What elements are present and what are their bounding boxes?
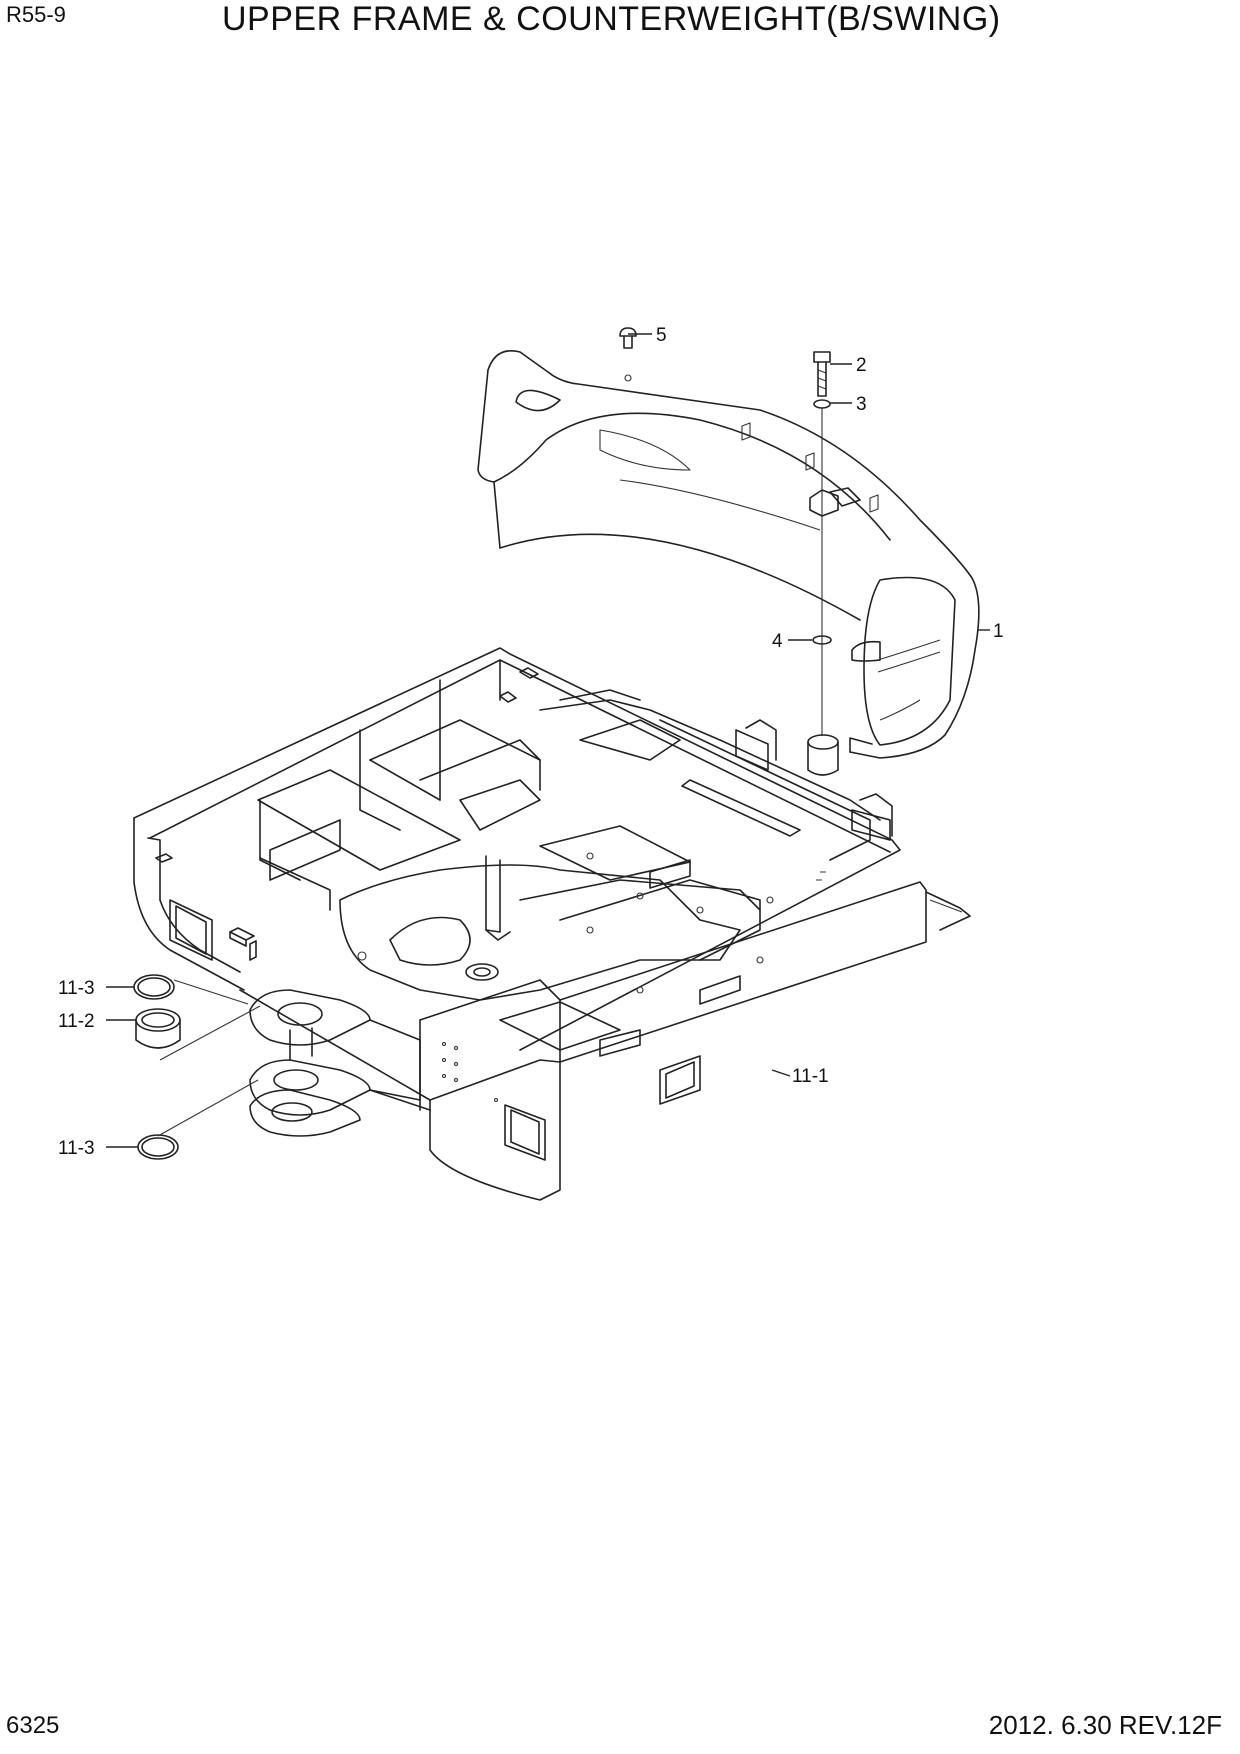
callout-5: 5 xyxy=(656,325,667,346)
page-title: UPPER FRAME & COUNTERWEIGHT(B/SWING) xyxy=(222,0,1001,38)
callout-2: 2 xyxy=(856,355,867,376)
bolt-2 xyxy=(813,351,831,397)
bushing-11-2 xyxy=(135,1008,181,1049)
revision-date: 2012. 6.30 REV.12F xyxy=(988,1710,1222,1740)
assembly-line-seal-bottom xyxy=(157,1079,259,1137)
callout-3: 3 xyxy=(856,394,867,415)
seal-ring-11-3-bottom xyxy=(137,1134,179,1160)
upper-frame xyxy=(133,647,971,1201)
callout-11-1: 11-1 xyxy=(792,1066,829,1087)
callout-1: 1 xyxy=(993,621,1004,642)
counterweight xyxy=(477,350,980,759)
callout-11-3-top: 11-3 xyxy=(58,978,95,999)
washer-3 xyxy=(813,399,831,409)
callout-11-3-bottom: 11-3 xyxy=(58,1138,95,1159)
seal-ring-11-3-top xyxy=(133,974,175,1000)
leader-11-1 xyxy=(771,1069,791,1077)
callout-11-2: 11-2 xyxy=(58,1011,95,1032)
model-code: R55-9 xyxy=(6,2,66,27)
spacer-block xyxy=(807,734,839,776)
assembly-line-seal-top xyxy=(173,979,249,1005)
mounting-boss xyxy=(809,489,839,517)
washer-4 xyxy=(812,635,832,645)
bolt-5 xyxy=(619,327,637,382)
assembly-line-bushing xyxy=(159,1005,261,1061)
callout-4: 4 xyxy=(772,631,783,652)
page-number: 6325 xyxy=(6,1712,60,1739)
